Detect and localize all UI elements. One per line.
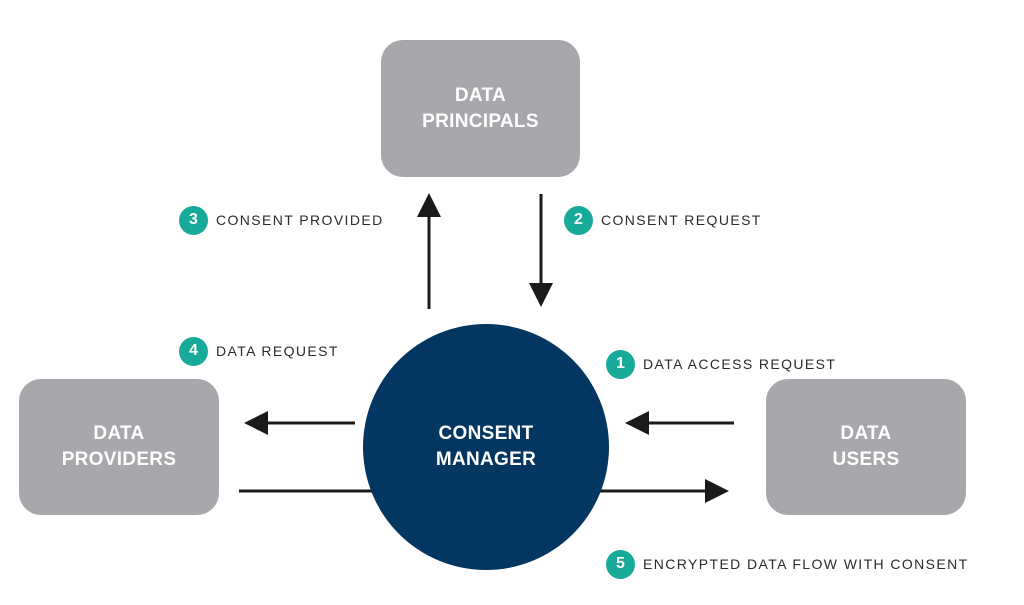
step-data-request: 4 DATA REQUEST <box>179 335 339 367</box>
step-consent-request: 2 CONSENT REQUEST <box>564 204 762 236</box>
data-providers-line1: DATA <box>93 423 145 444</box>
step-label: CONSENT PROVIDED <box>216 212 384 228</box>
data-providers-box: DATA PROVIDERS <box>19 379 219 515</box>
consent-manager-line1: CONSENT <box>438 423 534 444</box>
data-providers-line2: PROVIDERS <box>61 449 177 470</box>
data-users-line2: USERS <box>832 449 900 470</box>
data-users-box: DATA USERS <box>766 379 966 515</box>
step-number-badge: 2 <box>564 205 593 235</box>
step-number-badge: 3 <box>179 205 208 235</box>
step-encrypted-data-flow: 5 ENCRYPTED DATA FLOW WITH CONSENT <box>606 548 969 580</box>
consent-manager-circle: CONSENT MANAGER <box>363 324 609 570</box>
step-data-access-request: 1 DATA ACCESS REQUEST <box>606 348 836 380</box>
step-label: CONSENT REQUEST <box>601 212 762 228</box>
step-label: DATA ACCESS REQUEST <box>643 356 837 372</box>
data-principals-box: DATA PRINCIPALS <box>381 40 580 177</box>
step-label: DATA REQUEST <box>216 343 339 359</box>
data-users-line1: DATA <box>840 423 892 444</box>
step-number-badge: 5 <box>606 549 635 579</box>
data-principals-line1: DATA <box>454 84 507 106</box>
step-label: ENCRYPTED DATA FLOW WITH CONSENT <box>643 556 969 572</box>
consent-manager-line2: MANAGER <box>435 449 537 470</box>
step-number-badge: 4 <box>179 336 208 366</box>
step-consent-provided: 3 CONSENT PROVIDED <box>179 204 384 236</box>
data-principals-line2: PRINCIPALS <box>422 110 539 132</box>
step-number-badge: 1 <box>606 349 635 379</box>
